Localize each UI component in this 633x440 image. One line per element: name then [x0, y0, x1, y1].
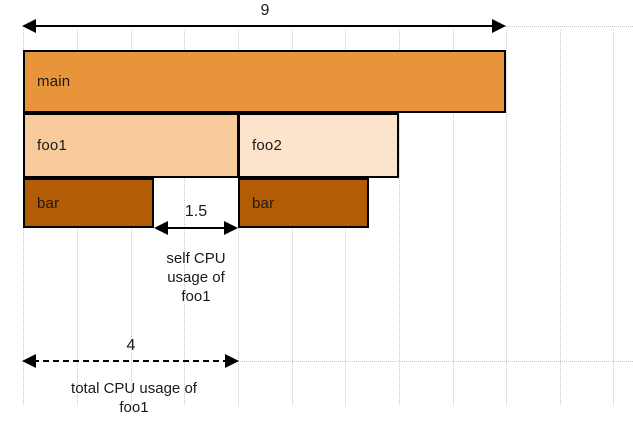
frame-foo1[interactable]: foo1	[23, 113, 239, 178]
self-cpu-value: 1.5	[184, 203, 208, 220]
gridline	[184, 30, 185, 405]
bottom-guide-dotted	[238, 361, 633, 362]
total-width-arrowhead-right	[492, 19, 506, 33]
self-cpu-caption-line-2: usage of	[167, 269, 225, 287]
total-cpu-arrowhead-left	[22, 354, 36, 368]
self-cpu-caption-line-1: self CPU	[166, 250, 226, 267]
top-guide-dotted	[505, 26, 633, 27]
total-cpu-caption: total CPU usage of foo1	[46, 379, 222, 417]
gridline	[453, 30, 454, 405]
gridline	[613, 30, 614, 405]
gridline	[506, 30, 507, 405]
frame-main-label: main	[37, 73, 71, 90]
total-width-arrowhead-left	[22, 19, 36, 33]
gridline	[560, 30, 561, 405]
frame-main[interactable]: main	[23, 50, 506, 113]
frame-foo2-label: foo2	[252, 137, 282, 154]
total-cpu-arrowhead-right	[225, 354, 239, 368]
frame-foo1-label: foo1	[37, 137, 67, 154]
self-cpu-arrowhead-left	[154, 221, 168, 235]
total-cpu-value: 4	[126, 337, 136, 354]
frame-foo2[interactable]: foo2	[238, 113, 399, 178]
total-cpu-measure-line	[33, 360, 229, 362]
self-cpu-measure-line	[165, 227, 227, 229]
total-width-measure-line	[33, 25, 496, 27]
total-cpu-caption-line-2: foo1	[119, 399, 149, 417]
total-cpu-caption-line-1: total CPU usage of	[71, 380, 197, 397]
frame-bar-right[interactable]: bar	[238, 178, 369, 228]
gridline	[399, 30, 400, 405]
frame-bar-right-label: bar	[252, 194, 275, 212]
frame-bar-left-label: bar	[37, 194, 60, 212]
frame-bar-left[interactable]: bar	[23, 178, 154, 228]
self-cpu-caption: self CPU usage of foo1	[145, 249, 247, 307]
total-width-value: 9	[260, 2, 270, 19]
self-cpu-arrowhead-right	[224, 221, 238, 235]
self-cpu-caption-line-3: foo1	[181, 288, 211, 306]
